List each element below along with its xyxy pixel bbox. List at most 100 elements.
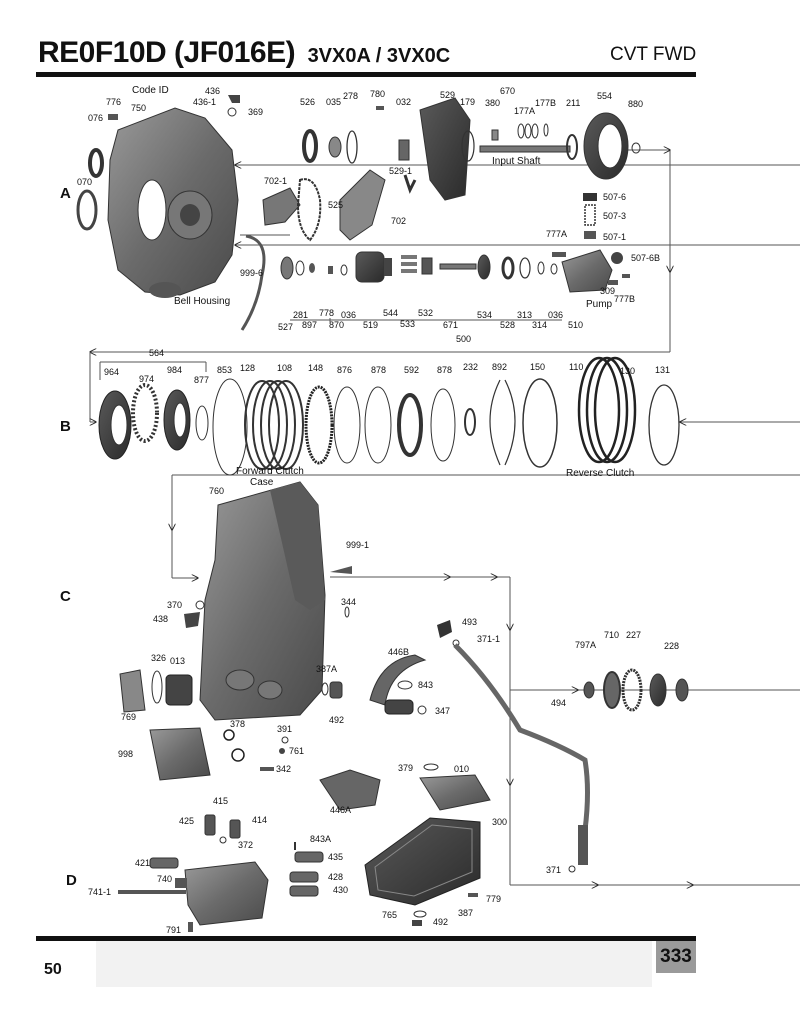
part-label: 414: [252, 815, 267, 825]
page-badge: 333: [656, 941, 696, 973]
part-label: 130: [620, 366, 635, 376]
part-label: 177A: [514, 106, 535, 116]
part-label: 110: [569, 362, 583, 372]
part-label: 532: [418, 308, 433, 318]
footer-rule: [36, 936, 696, 941]
manual-valve-linkage: [437, 620, 590, 873]
part-label: 428: [328, 872, 343, 882]
part-label: 769: [121, 712, 136, 722]
sensor-999-1: [330, 566, 352, 574]
oil-pan: [364, 817, 481, 926]
filter-assembly: [119, 669, 245, 781]
part-label: 791: [166, 925, 181, 935]
part-label: 227: [626, 630, 641, 640]
part-label: 528: [500, 320, 515, 330]
caption-reverse-clutch: Reverse Clutch: [566, 468, 634, 479]
part-labels-b: 564 964 974 984 877 853 128 108 148 876 …: [104, 348, 670, 385]
caption-bell-housing: Bell Housing: [174, 296, 230, 307]
variant-codes: 3VX0A / 3VX0C: [307, 45, 451, 67]
part-label: 278: [343, 91, 358, 101]
section-label-c: C: [60, 588, 71, 605]
part-label: 761: [289, 746, 304, 756]
section-label-d: D: [66, 872, 77, 889]
caption-case: Case: [250, 477, 274, 488]
part-label: 372: [238, 840, 253, 850]
part-label: 533: [400, 319, 415, 329]
part-label: 342: [276, 764, 291, 774]
part-label: 740: [157, 874, 172, 884]
part-label: 438: [153, 614, 168, 624]
servo-assembly: [369, 654, 427, 715]
part-labels-c: 760 999-1 370 438 344 493 371-1 326 013 …: [118, 486, 679, 815]
part-label: 671: [443, 320, 458, 330]
part-label: 492: [329, 715, 344, 725]
seal-344: [344, 606, 350, 618]
transmission-case: [199, 481, 326, 721]
bolt-776: [108, 114, 118, 120]
part-label: 036: [341, 310, 356, 320]
part-label: 776: [106, 97, 121, 107]
part-label: 076: [88, 113, 103, 123]
part-label: 387: [458, 908, 473, 918]
part-label: 779: [486, 894, 501, 904]
part-label: 435: [328, 852, 343, 862]
part-label: 878: [437, 365, 452, 375]
part-label: 892: [492, 362, 507, 372]
part-label: 391: [277, 724, 292, 734]
part-labels-d: 415 425 414 372 843A 421 435 740 428 741…: [88, 796, 561, 935]
case-small-parts: [260, 681, 343, 771]
part-label: 527: [278, 322, 293, 332]
part-label: 529: [440, 90, 455, 100]
part-label: 843A: [310, 834, 331, 844]
seal-070-ring: [76, 189, 98, 231]
reverse-clutch-group: [397, 356, 680, 468]
caption-pump: Pump: [586, 299, 613, 310]
pin-436: [228, 95, 240, 103]
part-label: 425: [179, 816, 194, 826]
part-label: 309: [600, 286, 615, 296]
part-label: 380: [485, 98, 500, 108]
part-label: 778: [319, 308, 334, 318]
part-label: 702: [391, 216, 406, 226]
part-label: 281: [293, 310, 308, 320]
o-ring-369: [227, 107, 237, 117]
model-title: RE0F10D (JF016E): [38, 36, 296, 69]
part-label: 379: [398, 763, 413, 773]
part-label: 999-1: [346, 540, 369, 550]
part-label: 010: [454, 764, 469, 774]
part-label: 370: [167, 600, 182, 610]
part-label: 032: [396, 97, 411, 107]
part-label: 870: [329, 320, 344, 330]
part-label: 999-6: [240, 268, 263, 278]
part-label: 493: [462, 617, 477, 627]
part-label: 232: [463, 362, 478, 372]
part-label: 446A: [330, 805, 351, 815]
part-label: 564: [149, 348, 164, 358]
part-label: 436: [205, 86, 220, 96]
part-label: 964: [104, 367, 119, 377]
part-label: 128: [240, 363, 255, 373]
part-label: 750: [131, 103, 146, 113]
part-label: 777B: [614, 294, 635, 304]
accumulator-parts: [262, 169, 630, 293]
part-label: 984: [167, 365, 182, 375]
sensor-438: [184, 612, 200, 628]
part-label: 415: [213, 796, 228, 806]
part-label: 843: [418, 680, 433, 690]
page-title: RE0F10D (JF016E) 3VX0A / 3VX0C: [38, 36, 450, 70]
part-label: 702-1: [264, 176, 287, 186]
header-rule: [36, 72, 696, 77]
part-label: 436-1: [193, 97, 216, 107]
part-label: 777A: [546, 229, 567, 239]
part-label: 369: [248, 107, 263, 117]
part-label: 378: [230, 719, 245, 729]
section-label-b: B: [60, 418, 71, 435]
part-label: 876: [337, 365, 352, 375]
part-label: 897: [302, 320, 317, 330]
part-label: 877: [194, 375, 209, 385]
footer-panel: [96, 941, 652, 987]
part-label: 494: [551, 698, 566, 708]
forward-clutch-group: [98, 378, 392, 476]
part-labels-a: 776 750 076 070 436 436-1 369 526 035 27…: [77, 86, 660, 344]
